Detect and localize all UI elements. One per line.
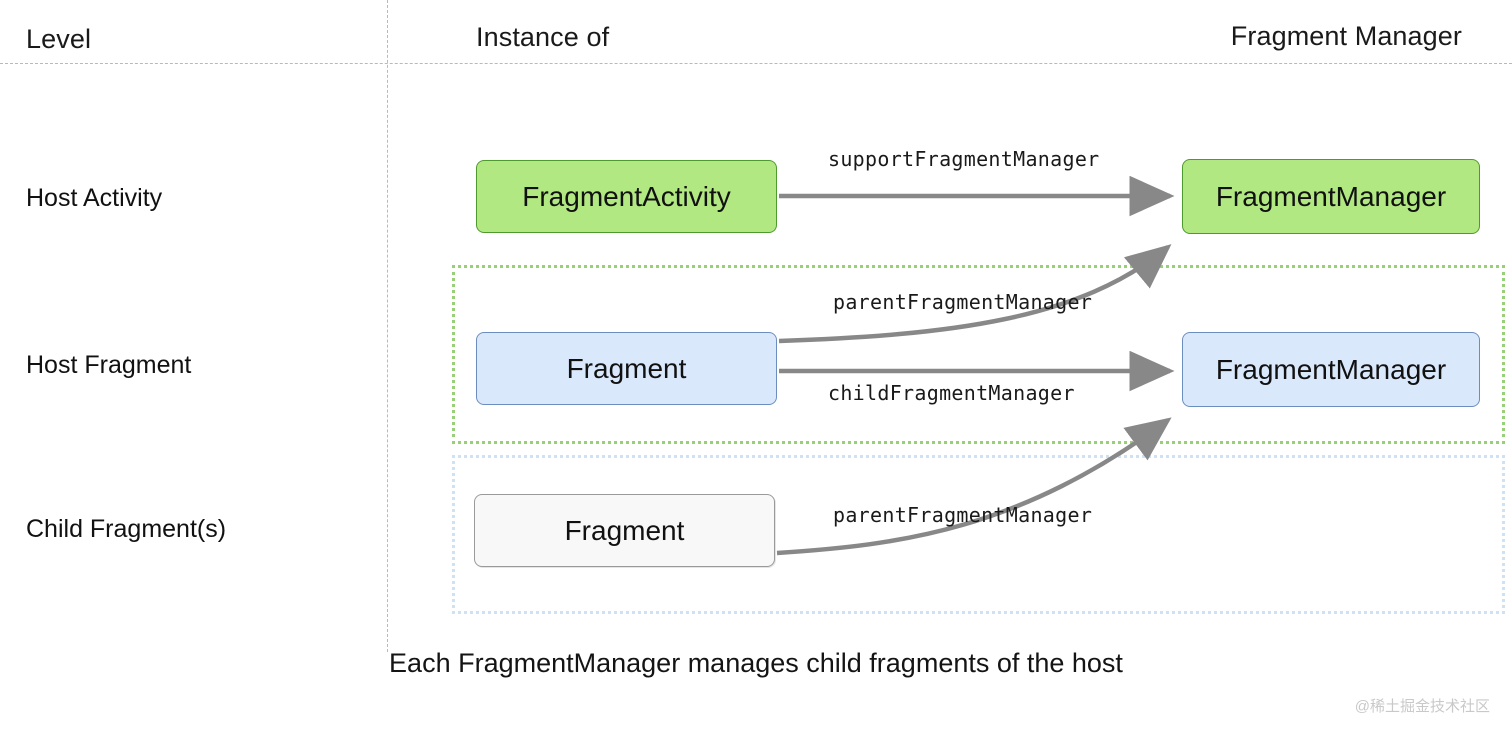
column-header-manager: Fragment Manager [1230, 21, 1462, 51]
edge-label-parent-fragment-manager-host: parentFragmentManager [833, 290, 1093, 314]
column-divider [387, 0, 388, 652]
node-fragment-manager-1[interactable]: FragmentManager [1182, 159, 1480, 234]
node-fragment-host[interactable]: Fragment [476, 332, 777, 405]
edge-label-parent-fragment-manager-child: parentFragmentManager [833, 503, 1093, 527]
diagram-caption: Each FragmentManager manages child fragm… [389, 648, 1123, 678]
row-label-host-activity: Host Activity [26, 184, 163, 212]
column-header-level: Level [26, 24, 92, 54]
node-fragment-activity[interactable]: FragmentActivity [476, 160, 777, 233]
watermark: @稀土掘金技术社区 [1354, 698, 1490, 715]
edge-label-child-fragment-manager: childFragmentManager [828, 381, 1075, 405]
row-label-child-fragment: Child Fragment(s) [26, 515, 227, 543]
column-header-instance: Instance of [476, 22, 610, 52]
row-label-host-fragment: Host Fragment [26, 351, 192, 379]
header-divider [0, 63, 1512, 64]
edge-label-support-fragment-manager: supportFragmentManager [828, 147, 1100, 171]
node-fragment-manager-2[interactable]: FragmentManager [1182, 332, 1480, 407]
node-fragment-child[interactable]: Fragment [474, 494, 775, 567]
